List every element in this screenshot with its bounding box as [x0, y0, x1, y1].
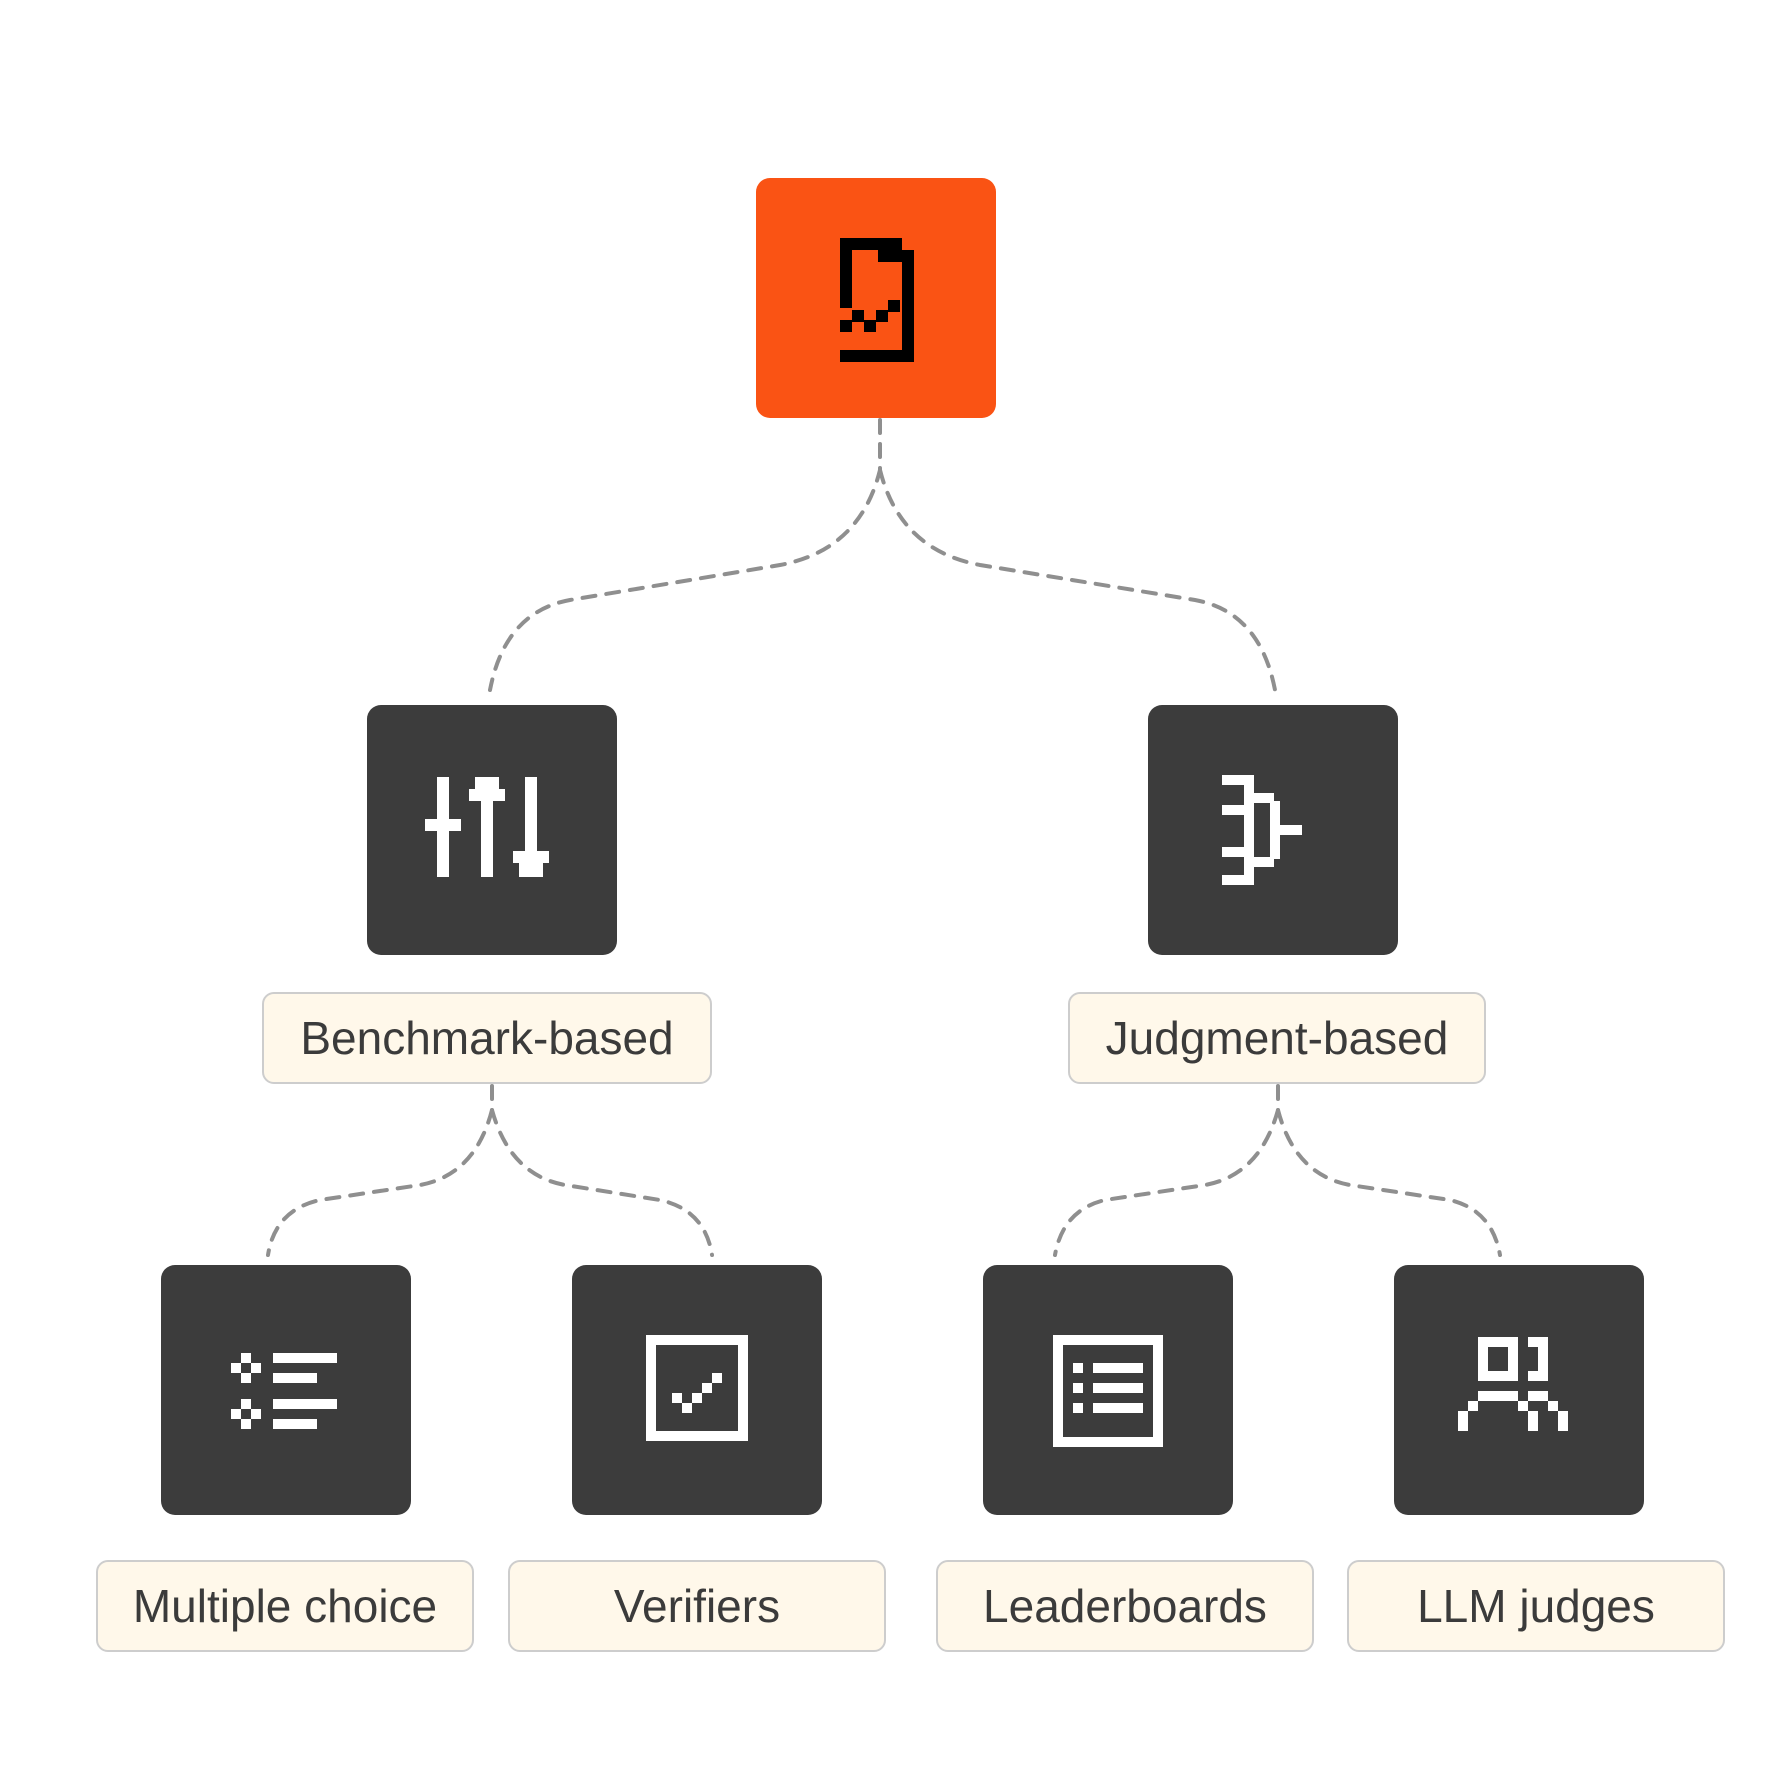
checked-document-icon [840, 238, 914, 362]
benchmark-based-node [367, 705, 617, 955]
connector-judgment-to-llm-judges [1276, 1108, 1502, 1257]
connector-benchmark-to-multiple-choice [266, 1084, 494, 1257]
logic-gate-icon [1222, 775, 1302, 885]
verifiers-node [572, 1265, 822, 1515]
multiple-choice-label: Multiple choice [96, 1560, 474, 1652]
options-list-icon [231, 1353, 337, 1429]
benchmark-based-label: Benchmark-based [262, 992, 712, 1084]
verifiers-label: Verifiers [508, 1560, 886, 1652]
ranked-list-icon [1053, 1335, 1163, 1447]
judgment-based-label: Judgment-based [1068, 992, 1486, 1084]
root-node [756, 178, 996, 418]
connector-root-to-benchmark [488, 418, 882, 692]
leaderboards-node [983, 1265, 1233, 1515]
connector-judgment-to-leaderboards [1053, 1084, 1280, 1257]
users-icon [1458, 1337, 1568, 1431]
judgment-based-node [1148, 705, 1398, 955]
sliders-icon [425, 777, 549, 877]
leaderboards-label: Leaderboards [936, 1560, 1314, 1652]
checkbox-icon [646, 1335, 748, 1441]
multiple-choice-node [161, 1265, 411, 1515]
llm-judges-label: LLM judges [1347, 1560, 1725, 1652]
connector-benchmark-to-verifiers [490, 1108, 714, 1257]
llm-judges-node [1394, 1265, 1644, 1515]
connector-root-to-judgment [878, 468, 1277, 692]
